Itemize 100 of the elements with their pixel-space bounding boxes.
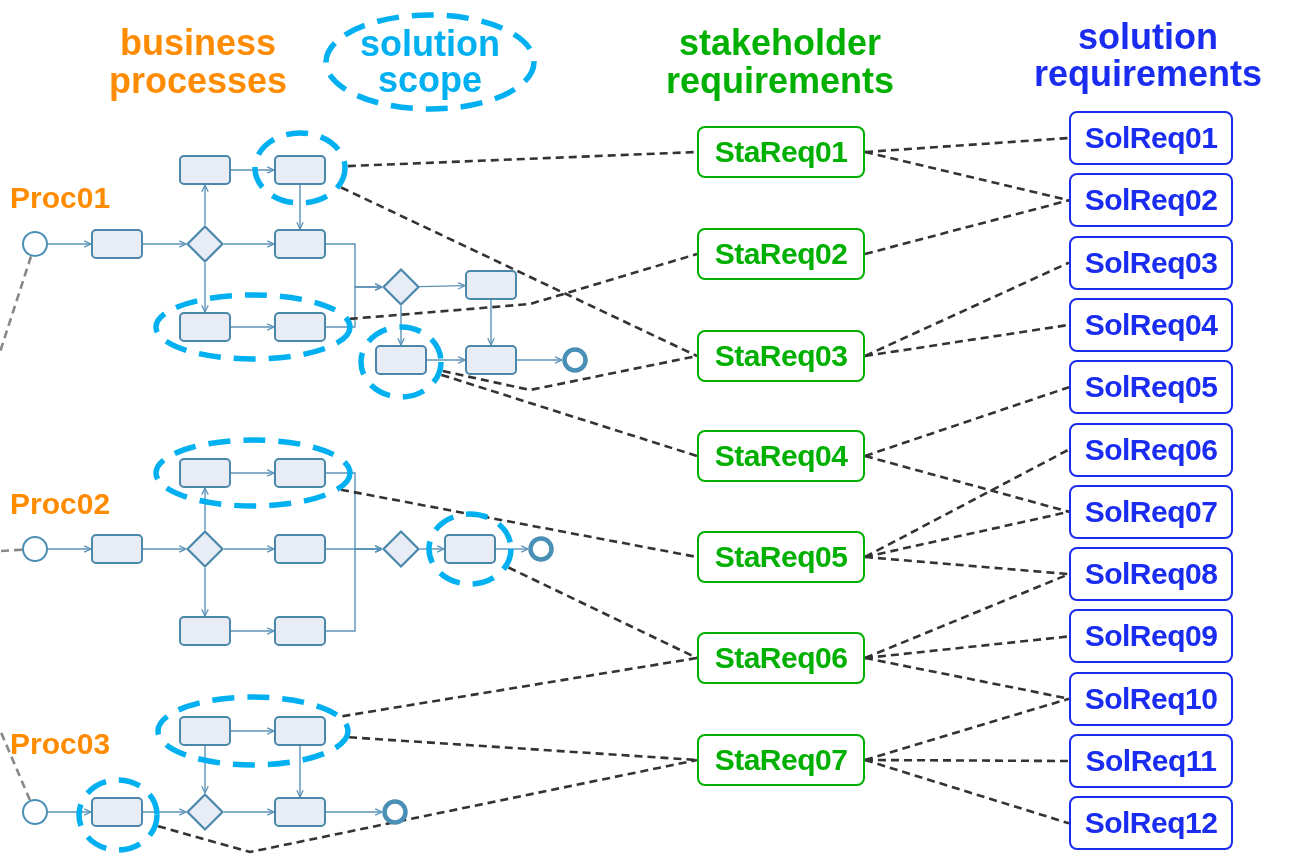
task-box [375,345,427,375]
end-event-circle [562,347,588,373]
requirement-box: StaReq06 [697,632,865,684]
flow-arrow [296,184,304,230]
flow-arrow [495,545,529,553]
scope-ellipse [323,12,537,112]
dashed-link-line [864,385,1070,458]
dashed-link-line [864,448,1070,559]
task-box [274,716,326,746]
dashed-link-line [864,758,1070,825]
flow-arrow [223,240,275,248]
requirement-box: SolReq07 [1069,484,1233,539]
flow-arrow [397,305,405,346]
task-box [274,616,326,646]
task-box [179,458,231,488]
task-box [274,534,326,564]
task-box [465,345,517,375]
dashed-link-line [864,199,1070,256]
dashed-link-line [0,256,33,353]
task-box [91,797,143,827]
flow-arrow [47,545,92,553]
dashed-link-line [441,373,698,458]
requirement-box: SolReq03 [1069,235,1233,290]
flow-arrow [47,240,92,248]
flow-arrow [223,808,275,816]
flow-arrow [325,808,383,816]
scope-ellipse [154,694,351,768]
end-event-circle [382,799,408,825]
task-box [274,458,326,488]
dashed-link-line [507,566,698,660]
dashed-link-line [864,635,1070,660]
process-label: Proc01 [10,180,112,216]
scope-ellipse [152,437,353,509]
task-box [274,312,326,342]
flow-arrow [325,283,383,328]
requirement-box: SolReq01 [1069,111,1233,165]
column-heading: solution requirements [1032,18,1264,92]
flow-arrow [47,808,92,816]
dashed-link-line [864,510,1070,559]
scope-ellipse [152,292,353,362]
requirement-box: StaReq02 [697,228,865,280]
flow-arrow [296,745,304,798]
flow-arrow [201,184,209,226]
gateway-diamond [382,530,420,568]
scope-ellipse [76,777,160,853]
requirement-box: StaReq03 [697,330,865,382]
flow-arrow [230,727,275,735]
flow-arrow [418,281,466,290]
gateway-diamond [186,793,224,831]
end-event-circle [528,536,554,562]
start-event-circle [22,799,48,825]
requirement-box: SolReq12 [1069,796,1233,851]
task-box [444,534,496,564]
gateway-diamond [186,530,224,568]
process-label: Proc02 [10,486,112,522]
flow-arrow [223,545,275,553]
task-box [274,155,326,185]
flow-arrow [325,545,383,632]
task-box [179,716,231,746]
scope-ellipse [252,130,348,206]
scope-ellipse [358,324,444,400]
gateway-diamond [382,268,420,306]
dashed-link-line [864,555,1070,576]
flow-arrow [142,545,187,553]
requirement-box: StaReq01 [697,126,865,178]
requirement-box: SolReq04 [1069,297,1233,352]
flow-arrow [230,166,275,174]
task-box [179,616,231,646]
gateway-diamond [186,225,224,263]
dashed-link-line [865,758,1069,763]
requirement-box: StaReq05 [697,531,865,583]
flow-arrow [230,323,275,331]
process-label: Proc03 [10,726,112,762]
dashed-link-line [864,261,1070,358]
task-box [179,155,231,185]
flow-arrow [142,808,187,816]
task-box [91,229,143,259]
requirement-box: SolReq10 [1069,671,1233,726]
flow-arrow [230,627,275,635]
requirement-box: StaReq07 [697,734,865,786]
task-box [465,270,517,300]
column-heading: business processes [107,24,289,100]
flow-arrow [142,240,187,248]
column-heading: stakeholder requirements [664,24,896,100]
dashed-link-line [340,186,698,358]
task-box [274,797,326,827]
requirement-box: SolReq02 [1069,173,1233,228]
flow-arrow [487,299,495,346]
dashed-link-line [864,454,1070,514]
dashed-link-line [349,252,698,321]
flow-arrow [516,356,563,364]
requirement-box: StaReq04 [697,430,865,482]
requirement-box: SolReq11 [1069,734,1233,788]
dashed-link-line [157,758,698,854]
flow-arrow [426,356,466,364]
task-box [274,229,326,259]
start-event-circle [22,536,48,562]
scope-ellipse [426,511,514,587]
requirement-box: SolReq05 [1069,360,1233,415]
requirement-box: SolReq08 [1069,547,1233,602]
